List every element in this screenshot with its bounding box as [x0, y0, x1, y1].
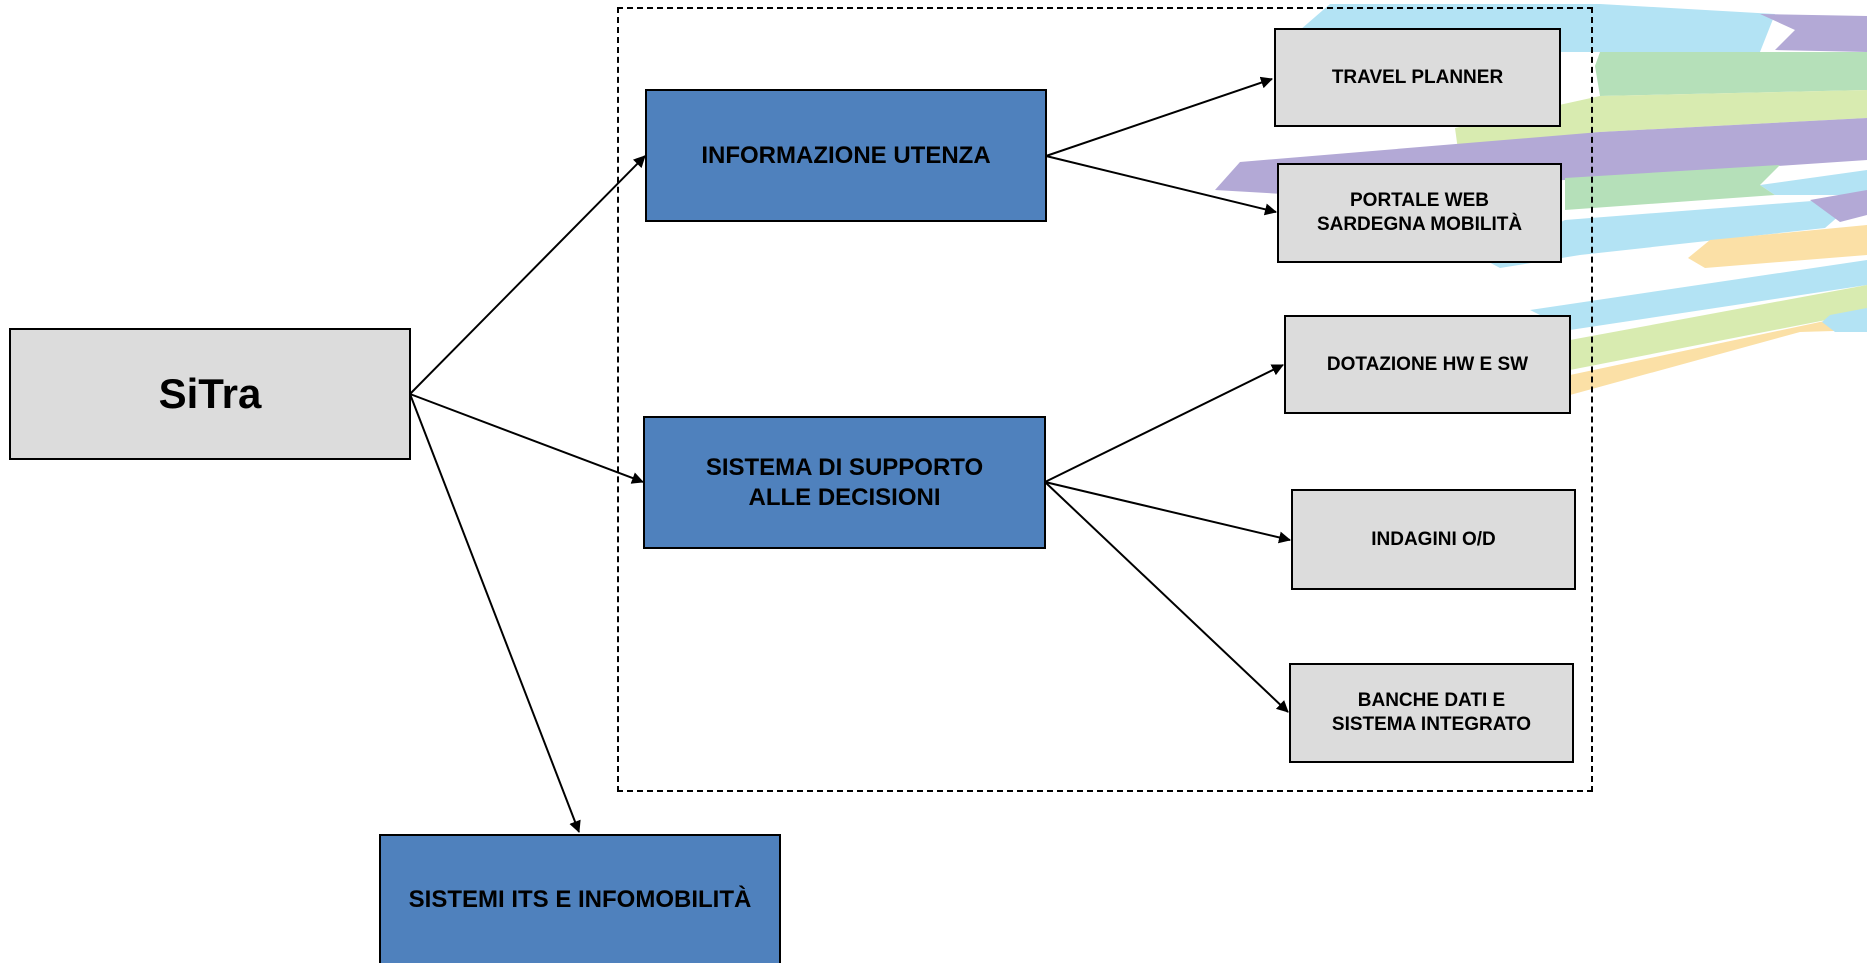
ribbon-green-2 — [1565, 165, 1780, 210]
ribbon-light-blue-6 — [1822, 308, 1867, 332]
banche-dati-node[interactable]: BANCHE DATI E SISTEMA INTEGRATO — [1289, 663, 1574, 763]
arrow-sitra-to-informazione — [409, 155, 646, 395]
ribbon-light-blue-3 — [1760, 170, 1867, 195]
dotazione-hw-sw-label: DOTAZIONE HW E SW — [1326, 353, 1529, 375]
travel-planner-label: TRAVEL PLANNER — [1331, 66, 1504, 88]
banche-dati-label: BANCHE DATI E SISTEMA INTEGRATO — [1331, 690, 1532, 735]
sitra-root-label: SiTra — [158, 369, 262, 417]
arrow-sitra-to-its — [409, 393, 581, 833]
ribbon-green-1 — [1595, 52, 1867, 96]
dotazione-hw-sw-node[interactable]: DOTAZIONE HW E SW — [1284, 315, 1571, 414]
ribbon-orange-1 — [1688, 225, 1867, 268]
sistemi-its-infomobilita-node[interactable]: SISTEMI ITS E INFOMOBILITÀ — [379, 834, 781, 963]
sistema-supporto-decisioni-node[interactable]: SISTEMA DI SUPPORTO ALLE DECISIONI — [643, 416, 1046, 549]
ribbon-purple-1 — [1760, 14, 1867, 52]
indagini-od-label: INDAGINI O/D — [1371, 528, 1496, 550]
ribbon-light-blue-2 — [1600, 4, 1775, 52]
sistemi-its-infomobilita-label: SISTEMI ITS E INFOMOBILITÀ — [408, 885, 752, 913]
portale-web-label: PORTALE WEB SARDEGNA MOBILITÀ — [1316, 190, 1523, 235]
arrow-sitra-to-supporto — [409, 393, 644, 484]
informazione-utenza-node[interactable]: INFORMAZIONE UTENZA — [645, 89, 1047, 222]
ribbon-lime-2 — [1570, 285, 1867, 370]
travel-planner-node[interactable]: TRAVEL PLANNER — [1274, 28, 1561, 127]
sitra-root-node[interactable]: SiTra — [9, 328, 411, 460]
indagini-od-node[interactable]: INDAGINI O/D — [1291, 489, 1576, 590]
informazione-utenza-label: INFORMAZIONE UTENZA — [701, 141, 991, 169]
sistema-supporto-decisioni-label: SISTEMA DI SUPPORTO ALLE DECISIONI — [705, 453, 984, 511]
ribbon-orange-2 — [1570, 312, 1867, 395]
ribbon-purple-3 — [1810, 190, 1867, 222]
portale-web-node[interactable]: PORTALE WEB SARDEGNA MOBILITÀ — [1277, 163, 1562, 263]
